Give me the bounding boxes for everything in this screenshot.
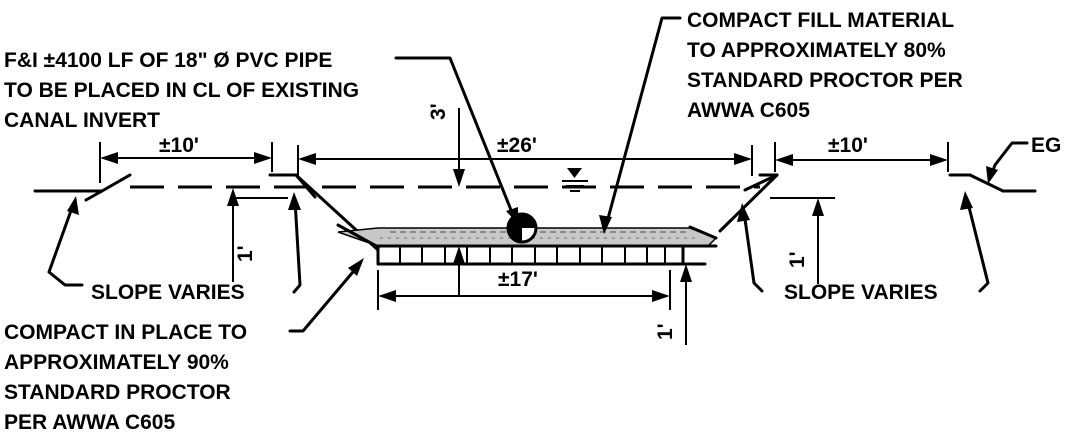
dim-top-left bbox=[99, 142, 273, 183]
fill-callout-line-3: STANDARD PROCTOR PER bbox=[687, 69, 963, 92]
eg-label: EG bbox=[1031, 134, 1061, 157]
leader-pipe bbox=[394, 56, 518, 224]
pipe-callout-line-2: TO BE PLACED IN CL OF EXISTING bbox=[4, 79, 359, 102]
dim-depth bbox=[453, 108, 465, 187]
dim-bottom-step-label: 1' bbox=[654, 323, 677, 340]
dim-right-step bbox=[812, 198, 824, 284]
compact-callout-line-4: PER AWWA C605 bbox=[4, 411, 175, 434]
fill-callout-line-2: TO APPROXIMATELY 80% bbox=[687, 39, 946, 62]
water-level-symbol bbox=[562, 168, 588, 192]
dim-top-center-label: ±26' bbox=[497, 134, 537, 157]
dim-right-step-label: 1' bbox=[786, 251, 809, 268]
dim-top-center bbox=[297, 145, 753, 176]
fill-callout-line-4: AWWA C605 bbox=[687, 99, 810, 122]
leader-compact bbox=[288, 258, 364, 333]
pipe-callout-line-3: CANAL INVERT bbox=[4, 109, 160, 132]
leader-slope-left bbox=[47, 192, 302, 294]
fill-left-taper bbox=[336, 223, 380, 249]
leader-fill bbox=[599, 16, 682, 234]
compact-callout-line-2: APPROXIMATELY 90% bbox=[4, 351, 229, 374]
dim-left-step bbox=[227, 188, 239, 282]
dim-top-right bbox=[774, 142, 949, 172]
slope-right-label: SLOPE VARIES bbox=[784, 281, 938, 304]
compact-callout-line-3: STANDARD PROCTOR bbox=[4, 381, 231, 404]
dim-depth-label: 3' bbox=[427, 103, 450, 120]
dim-top-right-label: ±10' bbox=[828, 134, 868, 157]
dim-bottom-label: ±17' bbox=[498, 268, 538, 291]
fill-callout-line-1: COMPACT FILL MATERIAL bbox=[687, 9, 954, 32]
leader-eg bbox=[986, 141, 1029, 184]
pvc-pipe-symbol bbox=[506, 212, 538, 244]
leader-slope-right bbox=[737, 191, 990, 293]
dim-bottom-step bbox=[680, 264, 692, 345]
slope-left-label: SLOPE VARIES bbox=[91, 281, 245, 304]
dim-top-left-label: ±10' bbox=[159, 134, 199, 157]
pipe-callout-line-1: F&I ±4100 LF OF 18" Ø PVC PIPE bbox=[4, 49, 332, 72]
dim-left-step-label: 1' bbox=[234, 245, 257, 262]
dim-bottom bbox=[377, 246, 671, 310]
compacted-bedding-layer bbox=[376, 244, 685, 266]
compact-callout-line-1: COMPACT IN PLACE TO bbox=[4, 321, 247, 344]
fill-right-taper bbox=[688, 225, 718, 240]
